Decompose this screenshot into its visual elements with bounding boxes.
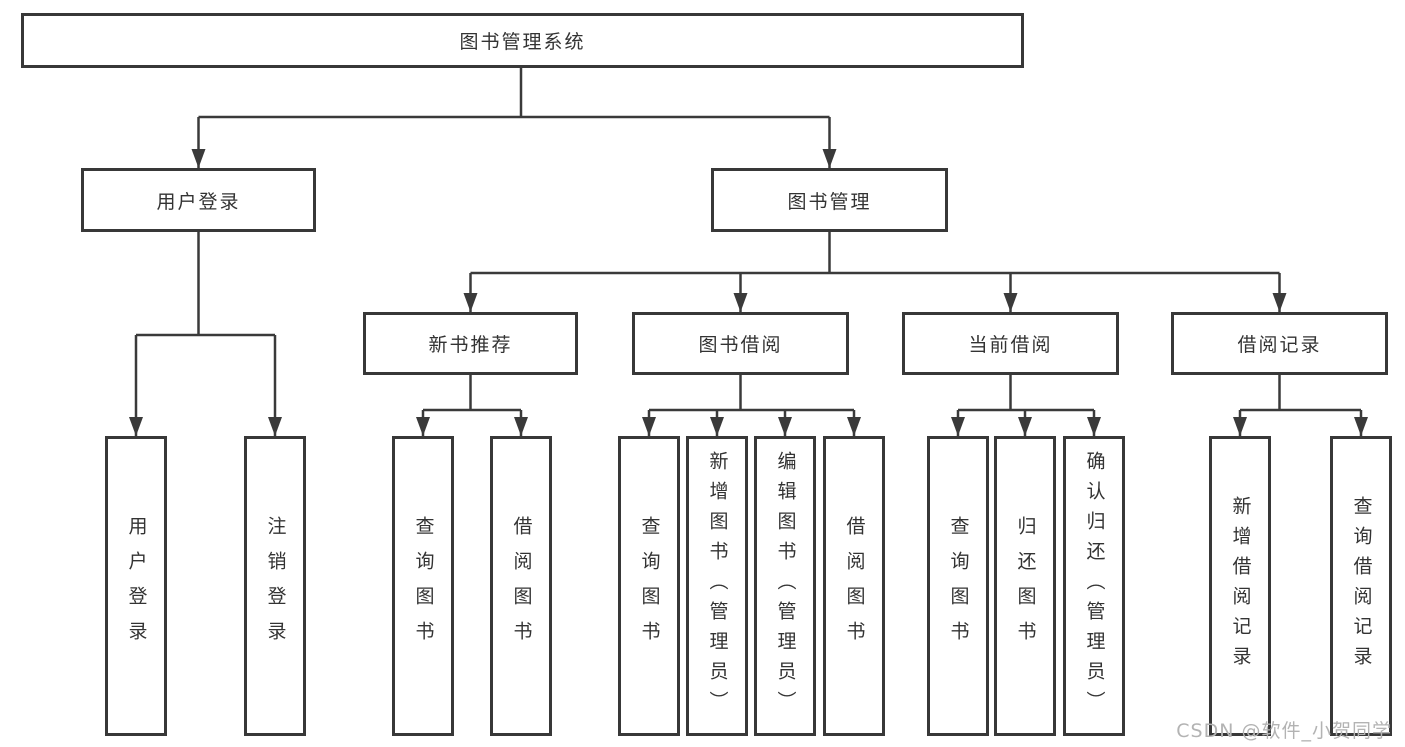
node-leaf-edit-book-admin: 编辑图书（管理员） <box>754 436 816 736</box>
node-label: 用户登录 <box>156 190 241 213</box>
node-leaf-borrow-books-2: 借阅图书 <box>823 436 885 736</box>
node-label: 图书借阅 <box>698 334 783 356</box>
node-label: 借阅图书 <box>843 516 866 656</box>
node-leaf-query-books-3: 查询图书 <box>927 436 989 736</box>
node-label: 查询图书 <box>947 516 970 656</box>
node-leaf-user-login: 用户登录 <box>105 436 167 736</box>
node-label: 图书管理系统 <box>459 31 586 53</box>
node-book-management: 图书管理 <box>711 168 948 232</box>
node-label: 新增图书（管理员） <box>706 451 729 721</box>
node-book-borrow: 图书借阅 <box>632 312 849 375</box>
node-leaf-query-books-2: 查询图书 <box>618 436 680 736</box>
node-label: 查询图书 <box>638 516 661 656</box>
node-leaf-return-book: 归还图书 <box>994 436 1056 736</box>
node-label: 新书推荐 <box>428 334 513 356</box>
node-label: 查询借阅记录 <box>1350 496 1373 676</box>
node-label: 归还图书 <box>1014 516 1037 656</box>
node-label: 当前借阅 <box>968 334 1053 356</box>
node-borrow-records: 借阅记录 <box>1171 312 1388 375</box>
node-leaf-add-borrow-record: 新增借阅记录 <box>1209 436 1271 736</box>
node-user-login: 用户登录 <box>81 168 316 232</box>
node-leaf-borrow-books-1: 借阅图书 <box>490 436 552 736</box>
node-label: 新增借阅记录 <box>1229 496 1252 676</box>
node-label: 用户登录 <box>125 516 148 656</box>
node-new-book-recommend: 新书推荐 <box>363 312 578 375</box>
node-label: 编辑图书（管理员） <box>774 451 797 721</box>
node-label: 借阅图书 <box>510 516 533 656</box>
node-label: 确认归还（管理员） <box>1083 451 1106 721</box>
node-leaf-confirm-return-admin: 确认归还（管理员） <box>1063 436 1125 736</box>
watermark-text: CSDN @软件_小贺同学 <box>1176 720 1392 742</box>
node-label: 查询图书 <box>412 516 435 656</box>
node-leaf-query-borrow-record: 查询借阅记录 <box>1330 436 1392 736</box>
node-label: 图书管理 <box>787 190 872 213</box>
node-label: 借阅记录 <box>1237 334 1322 356</box>
node-label: 注销登录 <box>264 516 287 656</box>
node-leaf-logout: 注销登录 <box>244 436 306 736</box>
node-current-borrow: 当前借阅 <box>902 312 1119 375</box>
node-root-library-system: 图书管理系统 <box>21 13 1024 68</box>
node-leaf-query-books-1: 查询图书 <box>392 436 454 736</box>
node-leaf-add-book-admin: 新增图书（管理员） <box>686 436 748 736</box>
